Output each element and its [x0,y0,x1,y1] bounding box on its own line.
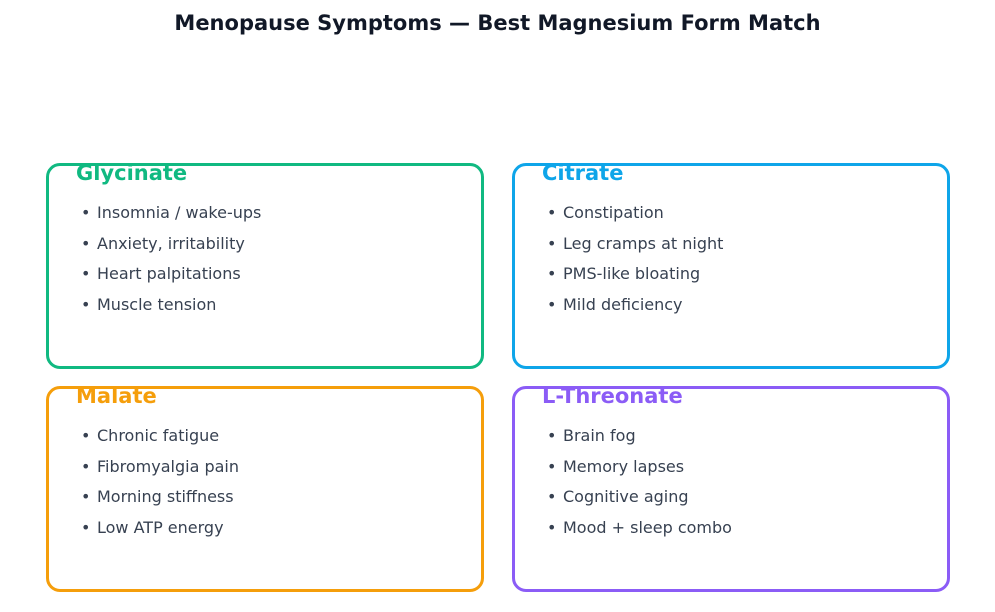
symptom-item: • Heart palpitations [81,259,261,290]
page-title: Menopause Symptoms — Best Magnesium Form… [174,11,821,35]
symptom-text: Memory lapses [563,456,685,476]
card-title-malate: Malate [76,384,157,408]
symptom-text: Fibromyalgia pain [97,456,239,476]
symptom-text: Muscle tension [97,295,217,315]
bullet-icon: • [81,456,91,476]
symptom-item: • Low ATP energy [81,513,239,544]
symptom-item: • Morning stiffness [81,482,239,513]
card-title-citrate: Citrate [542,161,624,185]
bullet-icon: • [81,426,91,445]
bullet-icon: • [547,518,557,538]
card-malate: Malate • Chronic fatigue • Fibromyalgia pa… [46,384,484,592]
symptom-item: • Anxiety, irritability [81,229,261,260]
card-citrate: Citrate • Constipation • Leg cramps at nig… [512,161,950,369]
card-title-glycinate: Glycinate [76,161,188,185]
symptom-text: Anxiety, irritability [97,233,245,253]
symptom-text: Mild deficiency [563,295,683,315]
bullet-icon: • [81,264,91,284]
bullet-icon: • [81,518,91,538]
bullet-icon: • [81,203,91,222]
symptom-item: • Fibromyalgia pain [81,452,239,483]
bullet-icon: • [547,203,557,222]
card-l-threonate: L-Threonate • Brain fog • Memory lapses • C… [512,384,950,592]
symptom-item: • Muscle tension [81,290,261,321]
card-glycinate: Glycinate • Insomnia / wake-ups • Anxiety,… [46,161,484,369]
symptom-item: • Memory lapses [547,452,732,483]
symptom-list-citrate: • Constipation • Leg cramps at night • PMS-… [547,198,723,321]
symptom-item: • Constipation [547,198,723,229]
symptom-item: • Cognitive aging [547,482,732,513]
bullet-icon: • [81,487,91,507]
bullet-icon: • [547,233,557,253]
symptom-text: Chronic fatigue [97,426,220,445]
symptom-text: Insomnia / wake-ups [97,203,262,222]
bullet-icon: • [81,233,91,253]
symptom-item: • Mood + sleep combo [547,513,732,544]
symptom-text: Constipation [563,203,664,222]
symptom-list-glycinate: • Insomnia / wake-ups • Anxiety, irritabil… [81,198,261,321]
symptom-item: • Brain fog [547,421,732,452]
bullet-icon: • [81,295,91,315]
symptom-text: Mood + sleep combo [563,518,732,538]
symptom-list-malate: • Chronic fatigue • Fibromyalgia pain • Mor… [81,421,239,544]
symptom-item: • Insomnia / wake-ups [81,198,261,229]
bullet-icon: • [547,426,557,445]
symptom-item: • Chronic fatigue [81,421,239,452]
symptom-item: • Mild deficiency [547,290,723,321]
card-title-l-threonate: L-Threonate [542,384,683,408]
symptom-text: Cognitive aging [563,487,689,507]
bullet-icon: • [547,456,557,476]
symptom-text: PMS-like bloating [563,264,701,284]
symptom-text: Brain fog [563,426,636,445]
symptom-text: Low ATP energy [97,518,224,538]
bullet-icon: • [547,264,557,284]
symptom-list-l-threonate: • Brain fog • Memory lapses • Cognitive agi… [547,421,732,544]
symptom-item: • Leg cramps at night [547,229,723,260]
symptom-item: • PMS-like bloating [547,259,723,290]
bullet-icon: • [547,487,557,507]
symptom-text: Heart palpitations [97,264,241,284]
symptom-text: Morning stiffness [97,487,234,507]
bullet-icon: • [547,295,557,315]
symptom-text: Leg cramps at night [563,233,724,253]
